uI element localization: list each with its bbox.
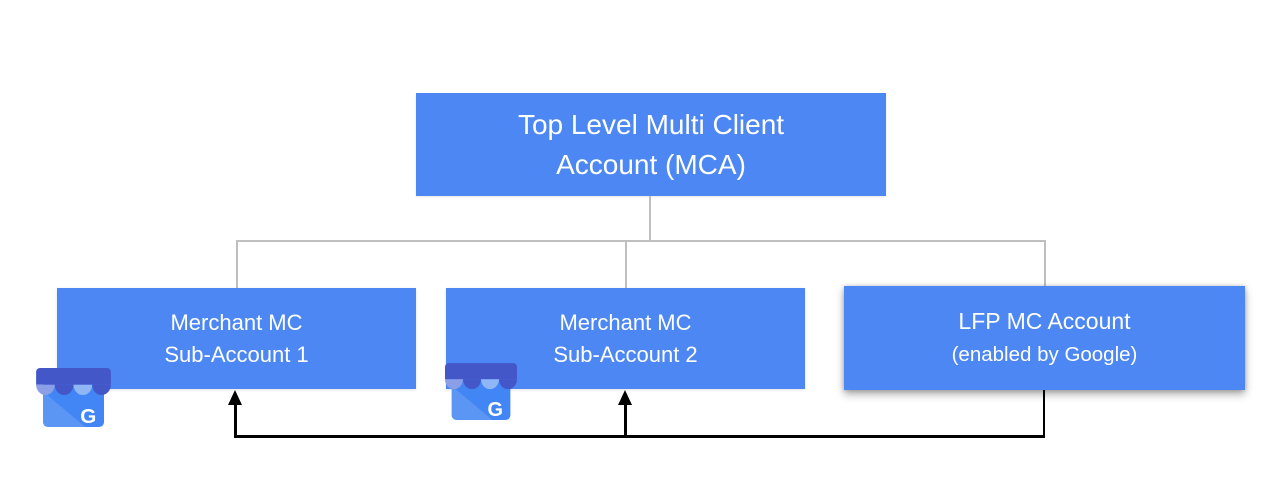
sub-account-2-label-line1: Merchant MC (559, 309, 692, 335)
gmb-letter-g: G (80, 405, 96, 428)
lfp-account-label-line1: LFP MC Account (958, 308, 1131, 334)
google-my-business-icon-svg: G (445, 363, 517, 421)
flow-line-up-sub2 (624, 403, 627, 437)
lfp-account-box: LFP MC Account (enabled by Google) (844, 286, 1245, 390)
connector-root-stem (648, 196, 651, 241)
arrowhead-up-sub1 (228, 390, 242, 405)
connector-drop-sub1 (236, 242, 238, 288)
root-account-box: Top Level Multi Client Account (MCA) (416, 93, 886, 196)
flow-line-horizontal (234, 435, 1045, 438)
google-my-business-icon-svg: G (36, 368, 111, 428)
google-my-business-icon: G (36, 368, 111, 434)
sub-account-1-label-line2: Sub-Account 1 (164, 341, 309, 367)
connector-horizontal (236, 240, 1046, 242)
arrowhead-up-sub2 (618, 390, 632, 405)
connector-drop-sub2 (624, 242, 627, 288)
root-account-label-line1: Top Level Multi Client (517, 108, 785, 140)
lfp-account-label-line2: (enabled by Google) (951, 343, 1138, 366)
sub-account-1-box: Merchant MC Sub-Account 1 (57, 288, 416, 389)
google-my-business-icon: G (445, 363, 517, 427)
connector-drop-lfp (1044, 242, 1046, 286)
sub-account-1-label-line1: Merchant MC (170, 309, 303, 335)
root-account-label-line2: Account (MCA) (556, 148, 746, 180)
flow-line-lfp-down (1042, 390, 1045, 436)
gmb-letter-g: G (487, 399, 502, 421)
flow-line-up-sub1 (234, 403, 237, 437)
sub-account-2-label-line2: Sub-Account 2 (553, 341, 698, 367)
